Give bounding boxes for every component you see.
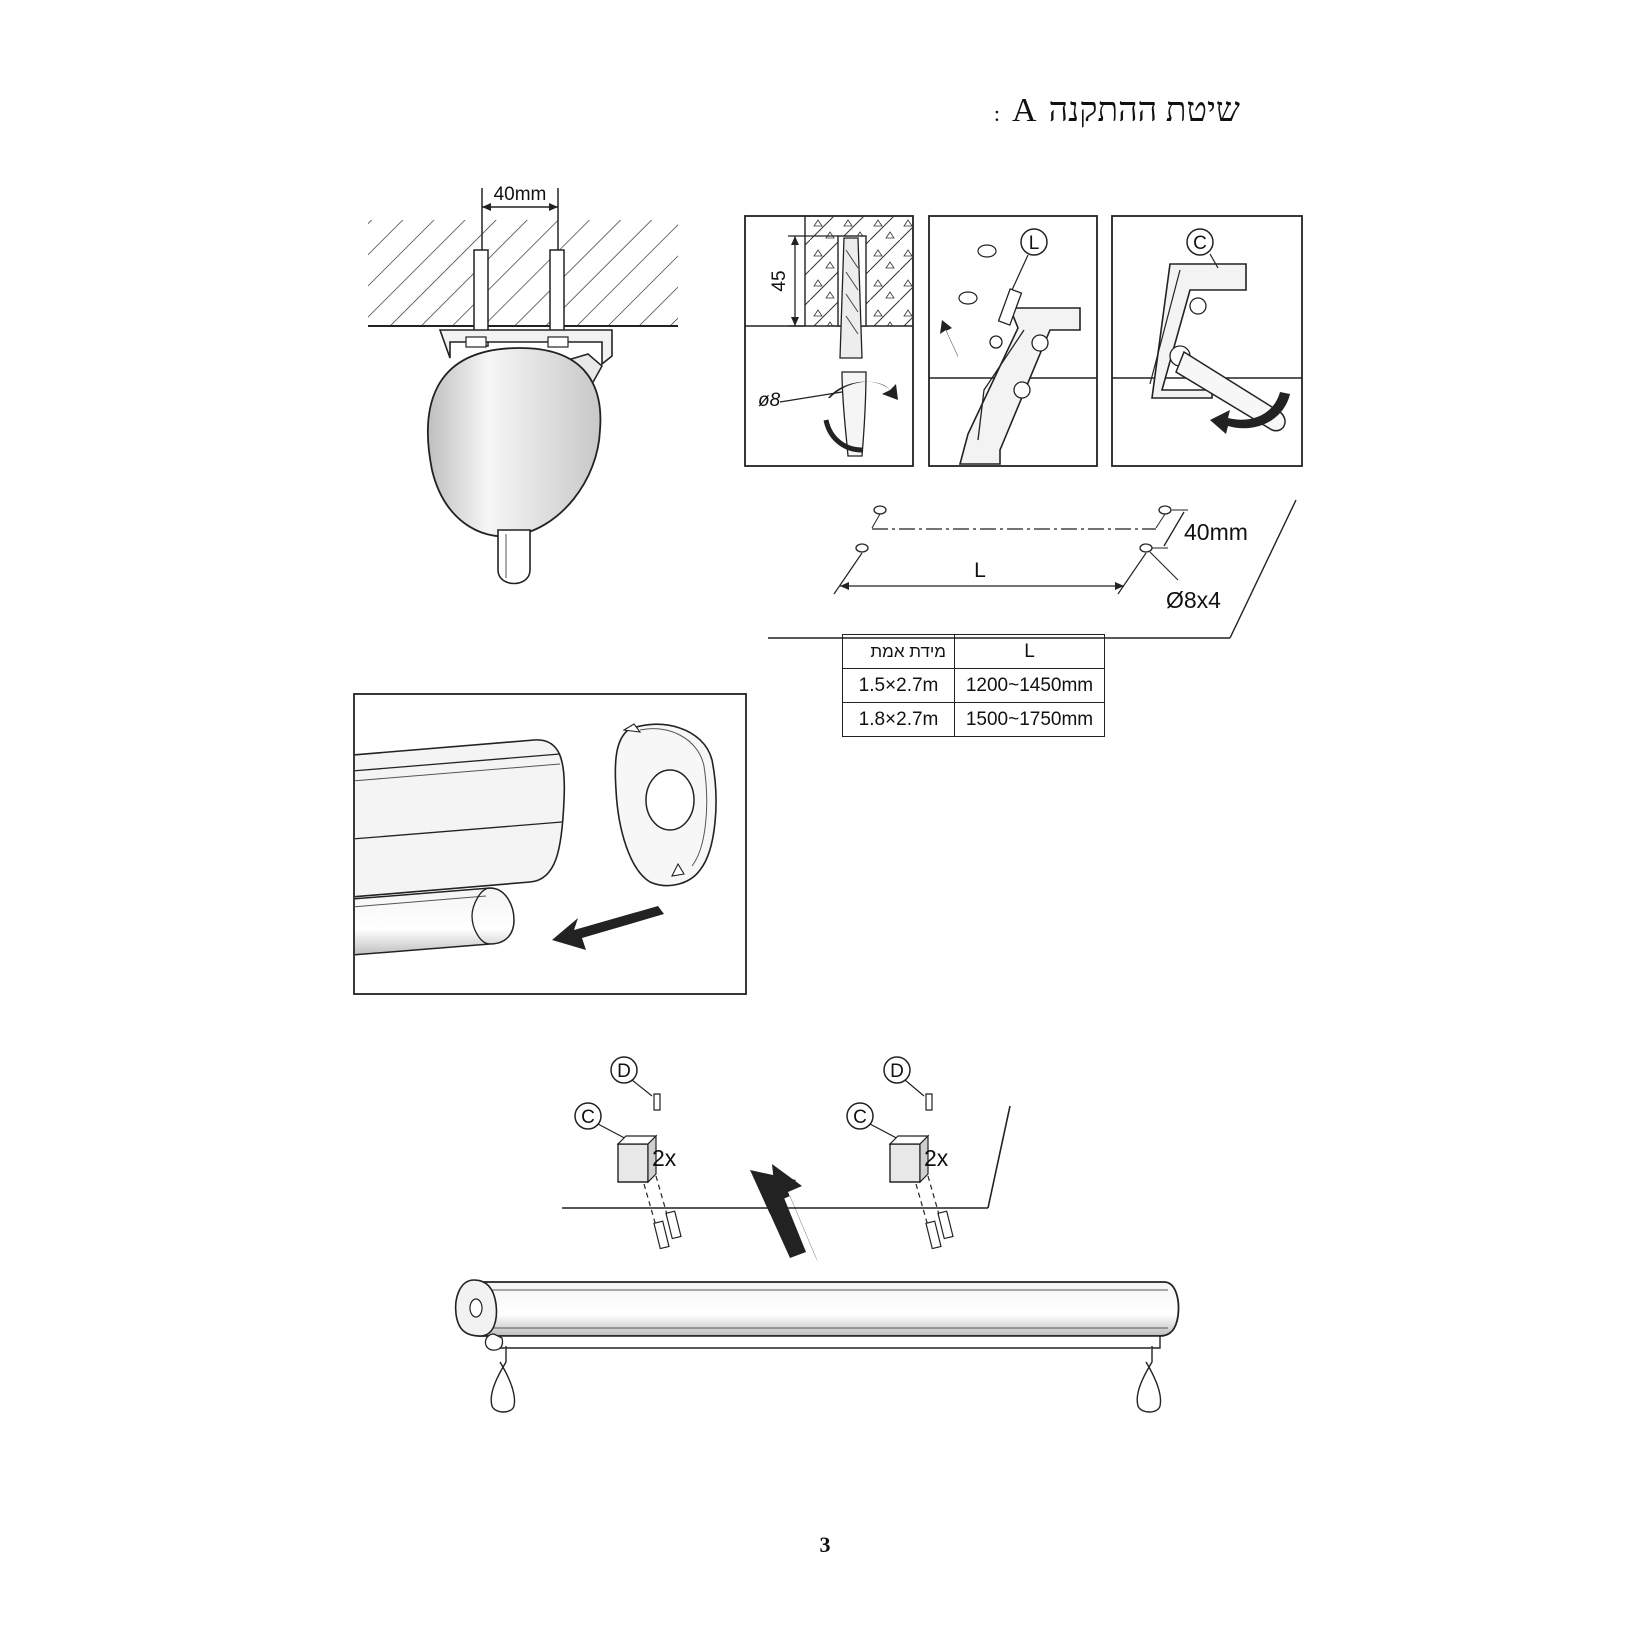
hole-layout-figure: L 40mm Ø8x4	[768, 499, 1297, 639]
end-cap-figure	[353, 693, 747, 995]
bracket-l-callout: L	[1029, 233, 1040, 254]
drill-depth-label: 45	[769, 270, 790, 291]
pull-handle-right	[1136, 1346, 1162, 1413]
screen-case-profile	[427, 347, 602, 538]
right-bracket-set: D C 2x	[846, 1056, 954, 1250]
table-cell: 1.8×2.7m	[842, 702, 955, 737]
ceiling-mount-figure: 40mm	[368, 184, 678, 585]
layout-length-label: L	[974, 559, 986, 582]
ceiling-hatch	[368, 220, 678, 326]
ceiling-spacing-label: 40mm	[494, 184, 547, 205]
assembly-figure: D C 2x D C	[454, 1056, 1180, 1413]
table-row: 1.5×2.7m 1200~1450mm	[842, 668, 1105, 703]
pull-handle	[497, 529, 531, 585]
left-clip-c	[617, 1143, 649, 1183]
size-table: מידת אמת L 1.5×2.7m 1200~1450mm 1.8×2.7m…	[842, 634, 1105, 737]
right-quantity: 2x	[924, 1145, 949, 1171]
left-quantity: 2x	[652, 1145, 677, 1171]
page-number: 3	[819, 1532, 831, 1557]
layout-holes-label: Ø8x4	[1166, 587, 1221, 613]
bracket-l-figure: L	[928, 215, 1098, 467]
drill-figure: 45 ø8	[744, 215, 914, 467]
method-letter: A	[1012, 92, 1037, 129]
title-text: שיטת ההתקנה	[1048, 92, 1240, 129]
table-row: 1.8×2.7m 1500~1750mm	[842, 702, 1105, 737]
left-callout-c: C	[581, 1107, 595, 1128]
bottom-bar	[499, 1335, 1161, 1349]
right-callout-c: C	[853, 1107, 867, 1128]
bracket-c	[1151, 263, 1247, 399]
left-bracket-set: D C 2x	[574, 1056, 682, 1250]
layout-spacing-label: 40mm	[1184, 519, 1248, 545]
right-callout-d: D	[890, 1061, 904, 1082]
page-title: שיטת ההתקנה A:	[994, 92, 1240, 130]
size-table-header: מידת אמת L	[842, 634, 1105, 669]
left-callout-d: D	[617, 1061, 631, 1082]
screen-case-end	[355, 739, 566, 898]
table-cell: 1500~1750mm	[954, 702, 1105, 737]
title-colon: :	[993, 101, 1001, 126]
right-clip-c	[889, 1143, 921, 1183]
table-cell: 1.5×2.7m	[842, 668, 955, 703]
drill-diameter-label: ø8	[758, 390, 781, 411]
table-cell: 1200~1450mm	[954, 668, 1105, 703]
insert-arrow	[552, 906, 664, 950]
bracket-c-callout: C	[1193, 233, 1207, 254]
bracket-c-figure: C	[1111, 215, 1303, 467]
pull-handle-left	[490, 1346, 516, 1413]
size-table-header-cell: L	[954, 634, 1105, 669]
size-table-header-cell: מידת אמת	[842, 634, 955, 669]
